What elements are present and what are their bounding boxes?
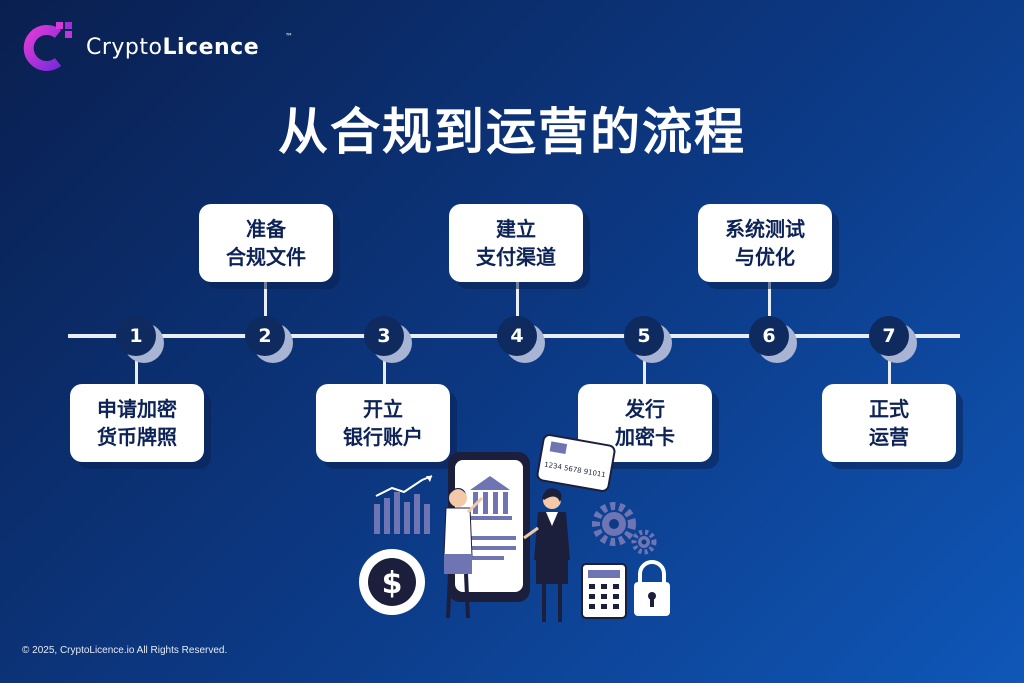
bar-chart-icon [374, 475, 433, 534]
cryptolicence-logo-icon [23, 22, 72, 71]
calculator-icon [581, 563, 627, 619]
step-node-1: 1 [116, 316, 164, 363]
connector-step-3 [383, 354, 386, 384]
step-card-6: 系统测试 与优化 [698, 204, 839, 289]
connector-step-7 [888, 354, 891, 384]
step-node-7: 7 [869, 316, 917, 363]
connector-step-2 [264, 282, 267, 316]
page-title: 从合规到运营的流程 [278, 103, 746, 161]
connector-step-1 [135, 354, 138, 384]
connector-step-4 [516, 282, 519, 316]
person-right-figure [523, 488, 570, 622]
svg-text:$: $ [382, 566, 403, 601]
connector-step-6 [768, 282, 771, 316]
connector-step-5 [643, 354, 646, 384]
brand-logo: CryptoLicence ™ [18, 18, 318, 78]
copyright-footer: © 2025, CryptoLicence.io All Rights Rese… [22, 645, 228, 656]
step-card-4: 建立 支付渠道 [449, 204, 590, 289]
step-card-2: 准备 合规文件 [199, 204, 340, 289]
fintech-illustration: $ 1234 5678 91011 [359, 434, 670, 622]
step-node-4: 4 [497, 316, 545, 363]
credit-card-icon: 1234 5678 91011 [536, 434, 616, 492]
step-node-5: 5 [624, 316, 672, 363]
padlock-icon [634, 560, 670, 616]
step-node-2: 2 [245, 316, 293, 363]
person-left-figure [443, 488, 484, 619]
trademark: ™ [285, 32, 293, 41]
step-card-3: 开立 银行账户 [316, 384, 457, 469]
step-node-6: 6 [749, 316, 797, 363]
step-card-7: 正式 运营 [822, 384, 963, 469]
gear-icon [592, 502, 657, 555]
brand-name: CryptoLicence [86, 35, 260, 60]
dollar-coin-icon: $ [359, 549, 425, 615]
step-node-3: 3 [364, 316, 412, 363]
step-card-1: 申请加密 货币牌照 [70, 384, 211, 469]
